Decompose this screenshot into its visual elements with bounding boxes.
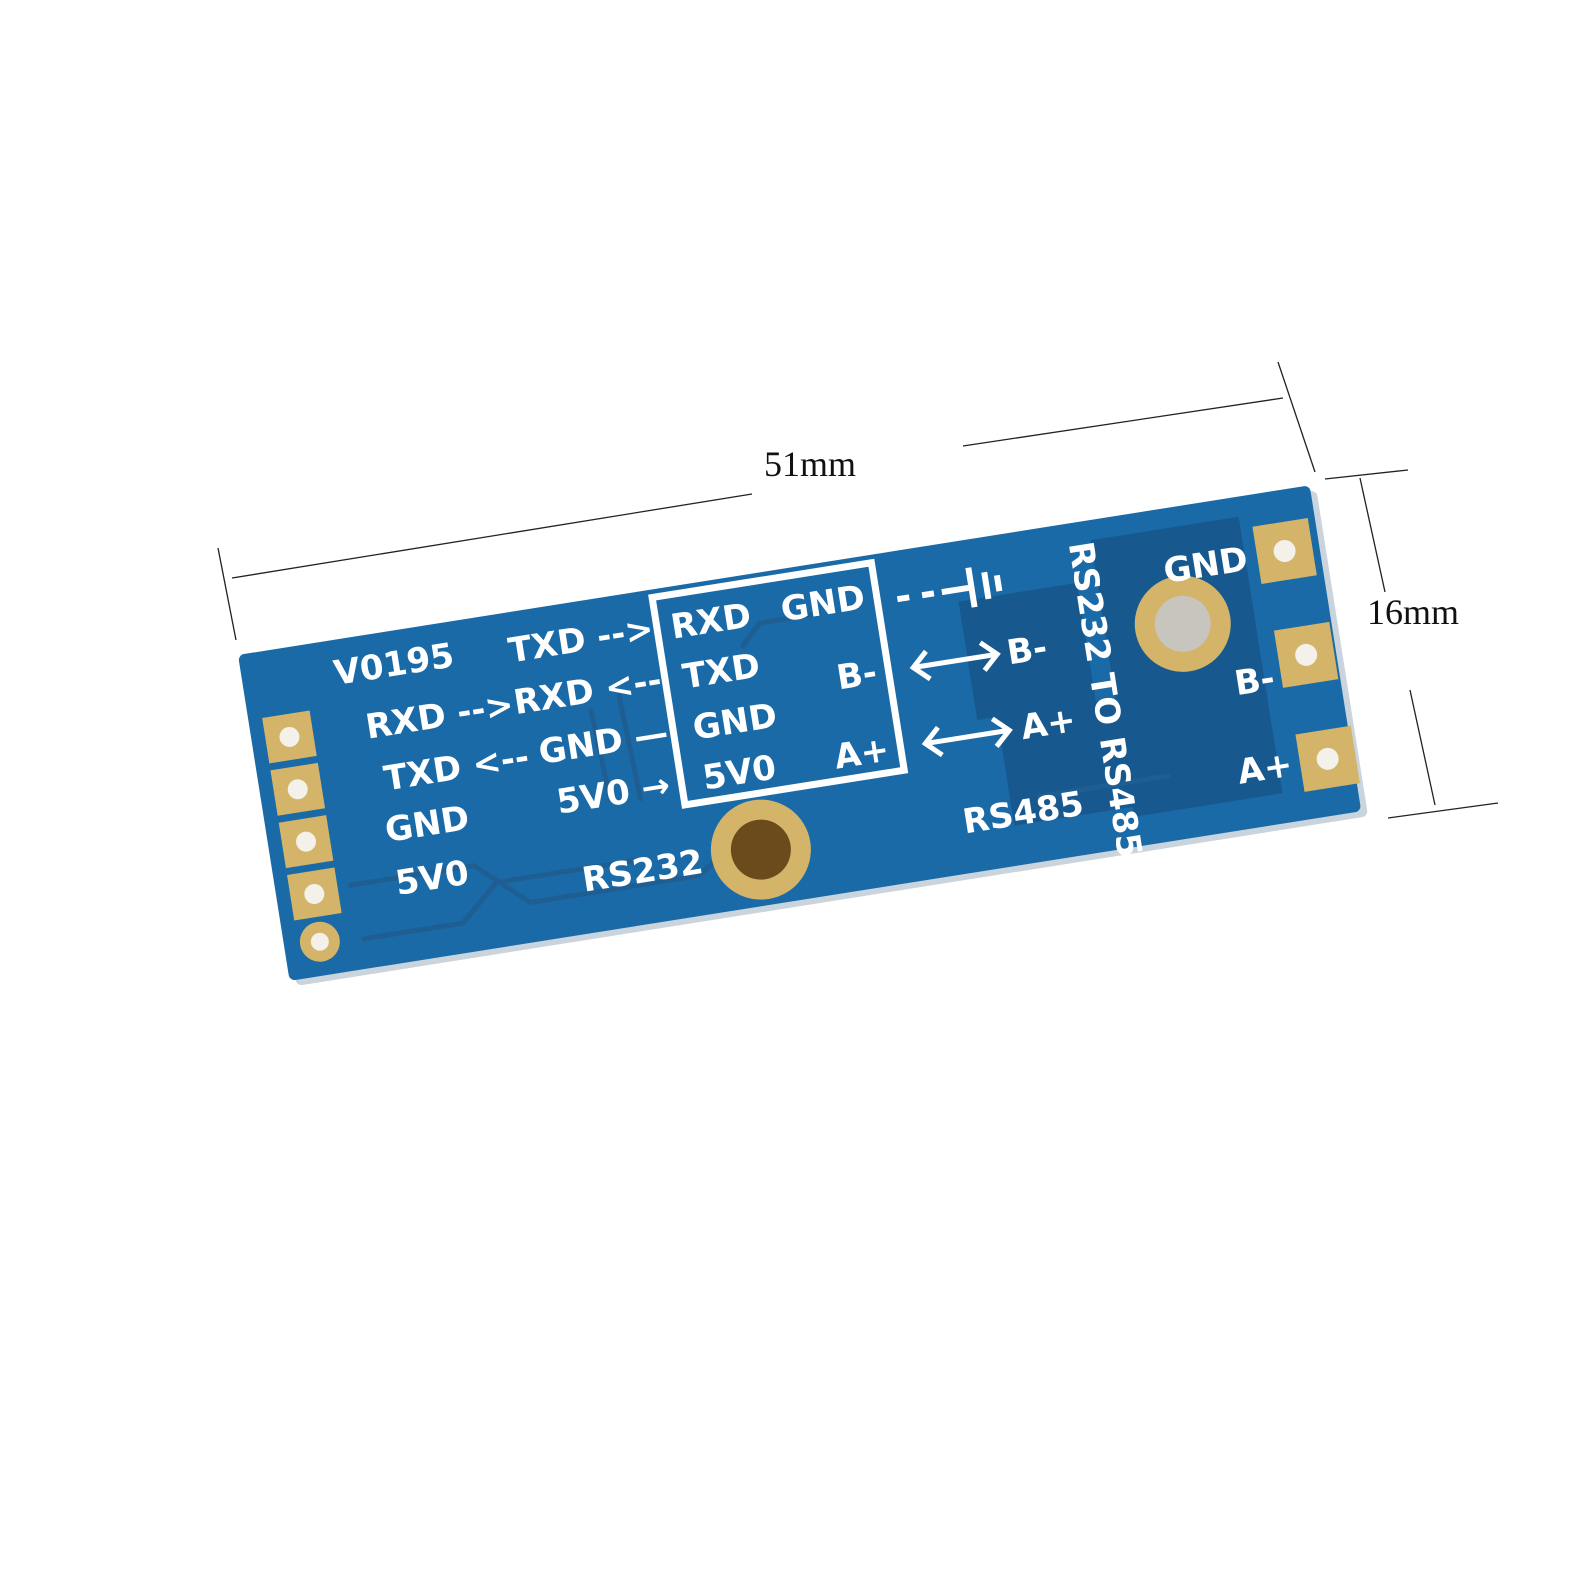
width-label: 16mm — [1367, 592, 1459, 632]
bidirectional-arrow-icon — [921, 716, 1013, 758]
ic-outline — [648, 558, 909, 809]
box-label: B- — [834, 653, 880, 699]
bidirectional-arrow-icon — [909, 640, 1001, 682]
pcb-board: V0195 RXD --> TXD <-- GND 5V0 TXD --> RX… — [238, 486, 1368, 986]
right-header-label: A+ — [1235, 745, 1295, 793]
ground-symbol-icon — [896, 567, 1003, 608]
right-header-pads — [1252, 517, 1360, 792]
rs485-label: A+ — [1018, 700, 1078, 748]
width-dimension: 16mm — [1324, 469, 1499, 819]
rs485-label: B- — [1004, 628, 1050, 674]
right-header-label: B- — [1232, 658, 1278, 704]
length-dimension: 51mm — [217, 361, 1316, 641]
length-label: 51mm — [764, 444, 856, 484]
box-label: A+ — [832, 730, 892, 778]
left-header-pads — [262, 710, 342, 962]
